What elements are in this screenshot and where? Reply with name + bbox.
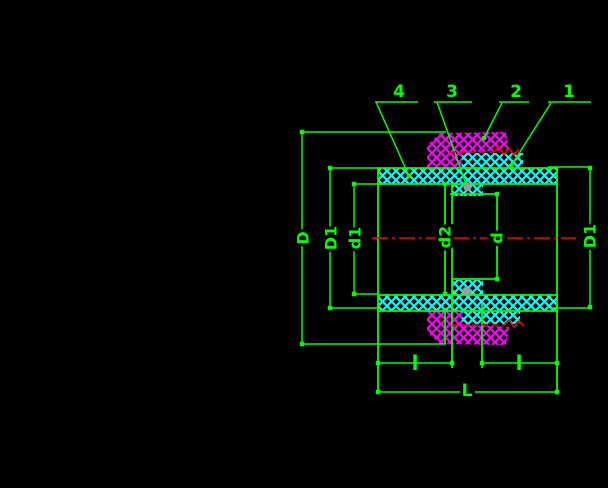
callout-3-label: 3 [446,82,458,102]
callout-1-leader-dot [508,163,514,169]
callout-3-leader [436,101,467,185]
seal-hatch-bottom [427,309,509,345]
callout-4-leader [375,101,410,177]
dim-label-d2: d2 [436,226,455,249]
callout-1-leader [510,102,552,167]
callout-4-label: 4 [393,82,405,102]
chain-pin-top [463,182,472,192]
callout-2-leader [483,102,503,139]
callout-1-label: 1 [563,82,575,102]
chain-hatch-bottom-inner [462,311,520,324]
dim-label-D: D [294,231,313,244]
dim-label-D1-right: D1 [581,224,600,248]
break-line-top-zigzag [493,145,520,157]
callout-2-label: 2 [510,82,522,102]
chain-pin-bottom [462,286,471,296]
break-line-bottom-zigzag [503,318,525,329]
dim-label-d: d [488,232,507,243]
seal-hatch-top [427,132,509,168]
dimension-end-markers [299,129,593,395]
callout-4-leader-dot [406,173,412,179]
dim-label-L: L [462,381,473,401]
callout-2-leader-dot [481,135,487,141]
dim-label-d1: d1 [346,227,365,250]
dim-label-l-right: l [516,351,523,375]
chain-hatch-bottom-band [378,295,558,311]
chain-hatch-top-band [378,168,558,184]
dim-label-l-left: l [412,351,419,375]
dim-label-D1-left: D1 [322,226,341,250]
chain-hatch-top-inner [462,153,523,168]
